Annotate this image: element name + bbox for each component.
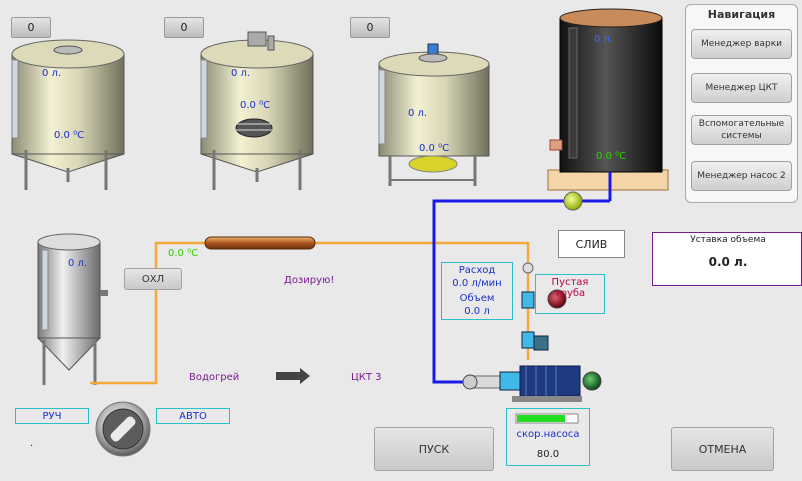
ckt-level: 0 л. bbox=[68, 258, 88, 269]
pump-status-lamp bbox=[582, 371, 602, 391]
volume-setpoint-panel[interactable]: Уставка объема 0.0 л. bbox=[652, 232, 802, 286]
nav-ckt-manager[interactable]: Менеджер ЦКТ bbox=[691, 73, 792, 103]
empty-pipe-lamp bbox=[547, 289, 567, 309]
tank-3 bbox=[378, 43, 490, 186]
mode-auto[interactable]: АВТО bbox=[156, 408, 230, 424]
tank3-level: 0 л. bbox=[408, 108, 428, 119]
pump bbox=[462, 262, 582, 402]
dosing-status: Дозирую! bbox=[284, 275, 335, 286]
empty-pipe-label: Пустая труба bbox=[551, 277, 589, 299]
pump-speed-value: 80.0 bbox=[536, 449, 560, 460]
mode-note: . bbox=[30, 438, 34, 449]
volume-setpoint-value: 0.0 л. bbox=[708, 255, 748, 269]
navigation-panel: Навигация Менеджер варки Менеджер ЦКТ Вс… bbox=[685, 4, 798, 203]
heat-exchanger-temp: 0.0 ⁰C bbox=[168, 248, 199, 259]
mode-manual[interactable]: РУЧ bbox=[15, 408, 89, 424]
tank-1 bbox=[11, 39, 125, 190]
flow-arrow-icon bbox=[276, 368, 310, 384]
volume-value: 0.0 л bbox=[464, 306, 490, 317]
tank-2 bbox=[200, 31, 314, 190]
nav-brew-manager[interactable]: Менеджер варки bbox=[691, 29, 792, 59]
pump-speed-panel: скор.насоса 80.0 bbox=[506, 408, 590, 466]
start-button[interactable]: ПУСК bbox=[374, 427, 494, 471]
tank1-temp: 0.0 ⁰C bbox=[54, 130, 85, 141]
flow-label: Расход bbox=[458, 265, 496, 276]
drain-label: СЛИВ bbox=[558, 230, 625, 258]
cancel-button[interactable]: ОТМЕНА bbox=[671, 427, 774, 471]
volume-label: Объем bbox=[459, 293, 495, 304]
nav-aux-systems[interactable]: Вспомогательные системы bbox=[691, 115, 792, 145]
flow-value: 0.0 л/мин bbox=[452, 278, 502, 289]
tank1-counter: 0 bbox=[11, 17, 51, 38]
ckt-tank bbox=[36, 233, 108, 385]
drain-pipe bbox=[432, 199, 572, 384]
tank3-temp: 0.0 ⁰C bbox=[419, 143, 450, 154]
tank2-counter: 0 bbox=[164, 17, 204, 38]
nav-pump-manager-2[interactable]: Менеджер насос 2 bbox=[691, 161, 792, 191]
heat-exchanger bbox=[204, 236, 316, 250]
cool-button[interactable]: ОХЛ bbox=[124, 268, 182, 290]
mode-switch[interactable] bbox=[90, 396, 156, 462]
tank4-level: 0 л. bbox=[594, 34, 614, 45]
ckt-label: ЦКТ 3 bbox=[351, 372, 382, 383]
tank2-temp: 0.0 ⁰C bbox=[240, 100, 271, 111]
hot-pipe-left bbox=[90, 241, 205, 385]
tank2-level: 0 л. bbox=[231, 68, 251, 79]
tank4-temp: 0.0 ⁰C bbox=[596, 151, 627, 162]
navigation-title: Навигация bbox=[707, 8, 776, 21]
pump-speed-label: скор.насоса bbox=[516, 429, 580, 440]
water-heat-label: Водогрей bbox=[189, 372, 240, 383]
tank3-counter: 0 bbox=[350, 17, 390, 38]
volume-setpoint-title: Уставка объема bbox=[690, 235, 766, 245]
status-lamp-yellow bbox=[563, 191, 583, 211]
empty-pipe-panel: Пустая труба bbox=[535, 274, 605, 314]
tank1-level: 0 л. bbox=[42, 68, 62, 79]
flow-panel: Расход 0.0 л/мин Объем 0.0 л bbox=[441, 262, 513, 320]
hot-pipe-right bbox=[315, 241, 530, 360]
pump-speed-fill bbox=[517, 415, 565, 422]
tank-4 bbox=[547, 8, 669, 191]
